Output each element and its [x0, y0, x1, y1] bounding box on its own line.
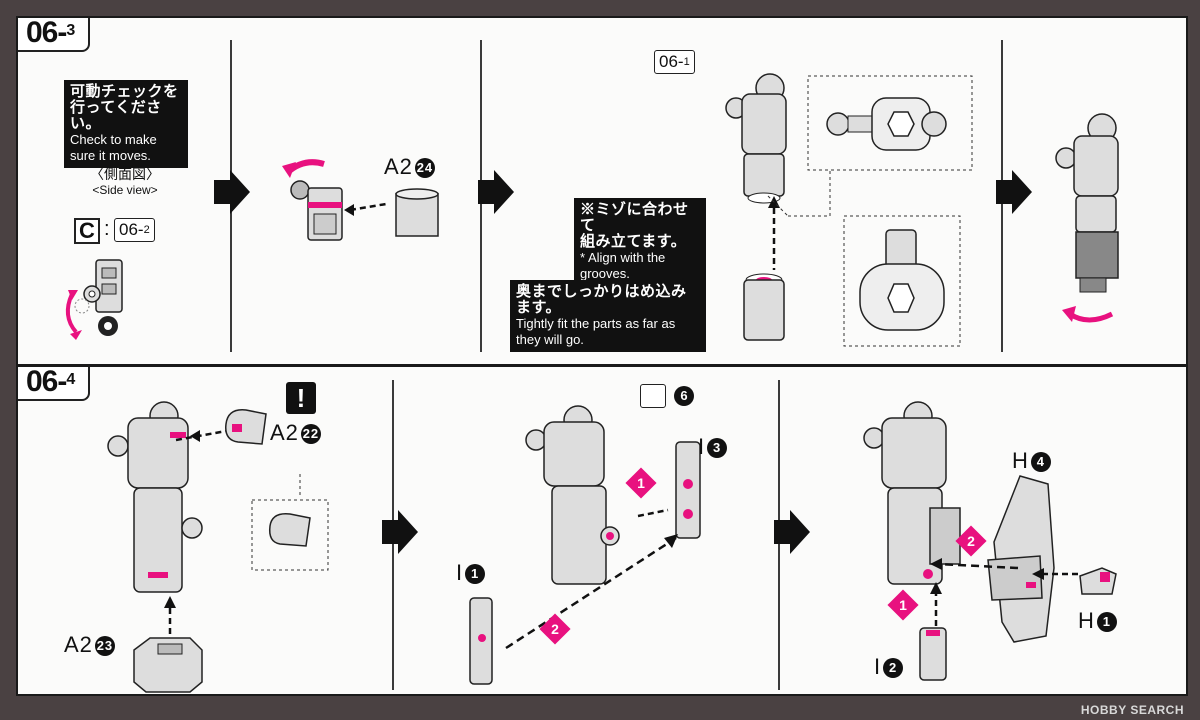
ref-06-2: 06-2	[114, 218, 155, 242]
note-check-movement: 可動チェックを 行ってください。 Check to make sure it m…	[64, 80, 188, 168]
part-a2-22-illustration	[225, 409, 267, 445]
assembly-arrows	[505, 508, 678, 650]
arm-assembly-illustration	[525, 405, 620, 585]
order-marker-1: 1	[625, 467, 657, 499]
assembly-illustration-a2-24	[282, 159, 387, 241]
part-i1-illustration	[469, 597, 493, 685]
watermark: HOBBY SEARCH	[1080, 703, 1184, 717]
arm-assembly-illustration	[863, 401, 961, 585]
detail-box-top-joint	[767, 75, 973, 217]
flow-arrow-icon	[478, 170, 514, 214]
side-view-caption: 〈側面図〉 <Side view>	[90, 166, 160, 197]
note-fit-tightly: 奥までしっかりはめ込みます。 Tightly fit the parts as …	[510, 280, 706, 352]
instruction-sheet: 06-3 可動チェックを 行ってください。 Check to make sure…	[16, 16, 1188, 696]
flow-arrow-icon	[382, 510, 418, 554]
section-divider	[18, 364, 1186, 367]
flow-arrow-icon	[774, 510, 810, 554]
part-a2-24-illustration	[395, 188, 439, 237]
order-marker-1: 1	[887, 589, 919, 621]
arm-assembly-illustration	[725, 73, 787, 341]
part-h1-illustration	[1079, 567, 1117, 595]
step-label-06-4: 06-4	[18, 367, 91, 401]
flow-arrow-icon	[214, 170, 250, 214]
sticker-ref-box	[640, 384, 666, 408]
colon: :	[104, 218, 110, 240]
detail-box-a2-22	[251, 474, 329, 571]
part-a2-23-illustration	[133, 637, 203, 693]
flow-arrow-icon	[996, 170, 1032, 214]
warning-icon: !	[286, 382, 316, 414]
sticker-number: 6	[672, 386, 694, 407]
order-marker-2: 2	[955, 525, 987, 557]
side-view-part-illustration	[65, 259, 123, 340]
step-label-06-3: 06-3	[18, 18, 91, 52]
part-i2-illustration	[919, 627, 947, 681]
detail-box-bottom-socket	[843, 215, 961, 347]
ref-06-1: 06-1	[654, 50, 695, 74]
note-align-grooves: ※ミゾに合わせて 組み立てます。 * Align with the groove…	[574, 198, 706, 286]
arm-assembly-illustration	[107, 401, 233, 642]
assembled-arm-illustration	[1055, 113, 1119, 323]
part-c-label: C	[74, 218, 100, 244]
assembly-arrows	[930, 558, 1078, 636]
order-marker-2: 2	[539, 613, 571, 645]
part-i3-illustration	[675, 441, 701, 539]
